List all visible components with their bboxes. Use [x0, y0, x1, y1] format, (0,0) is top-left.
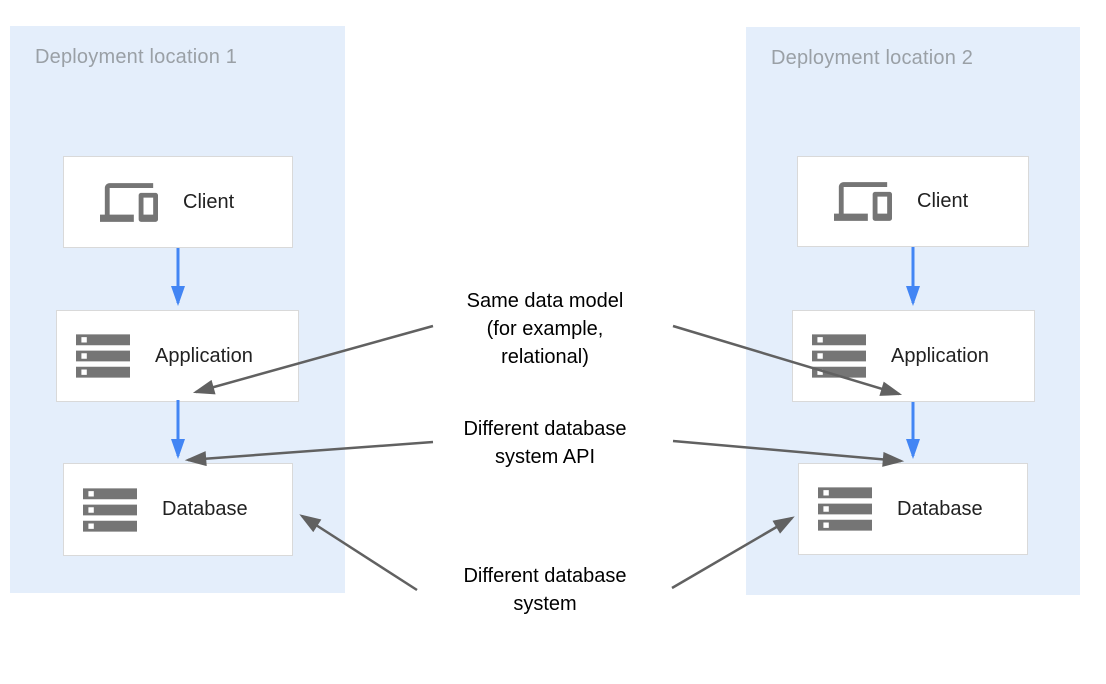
database-box: Database	[798, 463, 1028, 555]
devices-icon	[834, 182, 892, 221]
database-box: Database	[63, 463, 293, 556]
box-label: Application	[891, 344, 989, 367]
annotation-same-data-model: Same data model (for example, relational…	[420, 287, 670, 371]
client-box: Client	[797, 156, 1029, 247]
annotation-different-db-system: Different database system	[420, 562, 670, 618]
storage-icon	[818, 487, 872, 531]
storage-icon	[812, 334, 866, 378]
application-box: Application	[56, 310, 299, 402]
panel-title: Deployment location 1	[35, 46, 238, 68]
deployment-panel-2: Deployment location 2 Client Application…	[746, 27, 1080, 595]
box-label: Database	[897, 497, 983, 520]
client-box: Client	[63, 156, 293, 248]
panel-title: Deployment location 2	[771, 47, 974, 69]
box-label: Application	[155, 344, 253, 367]
annotation-line: Different database	[463, 418, 627, 440]
devices-icon	[100, 182, 158, 222]
annotation-line: relational)	[501, 346, 589, 368]
annotation-line: Different database	[463, 565, 627, 587]
box-label: Client	[917, 190, 969, 212]
annotation-line: (for example,	[486, 318, 604, 340]
annotation-line: system	[513, 593, 577, 615]
annotation-different-db-api: Different database system API	[420, 415, 670, 471]
annotation-line: Same data model	[466, 290, 624, 312]
box-label: Client	[183, 190, 235, 213]
application-box: Application	[792, 310, 1035, 402]
storage-icon	[83, 487, 137, 532]
deployment-panel-1: Deployment location 1 Client Application…	[10, 26, 345, 593]
annotation-line: system API	[494, 446, 596, 468]
storage-icon	[76, 334, 130, 378]
box-label: Database	[162, 498, 248, 520]
